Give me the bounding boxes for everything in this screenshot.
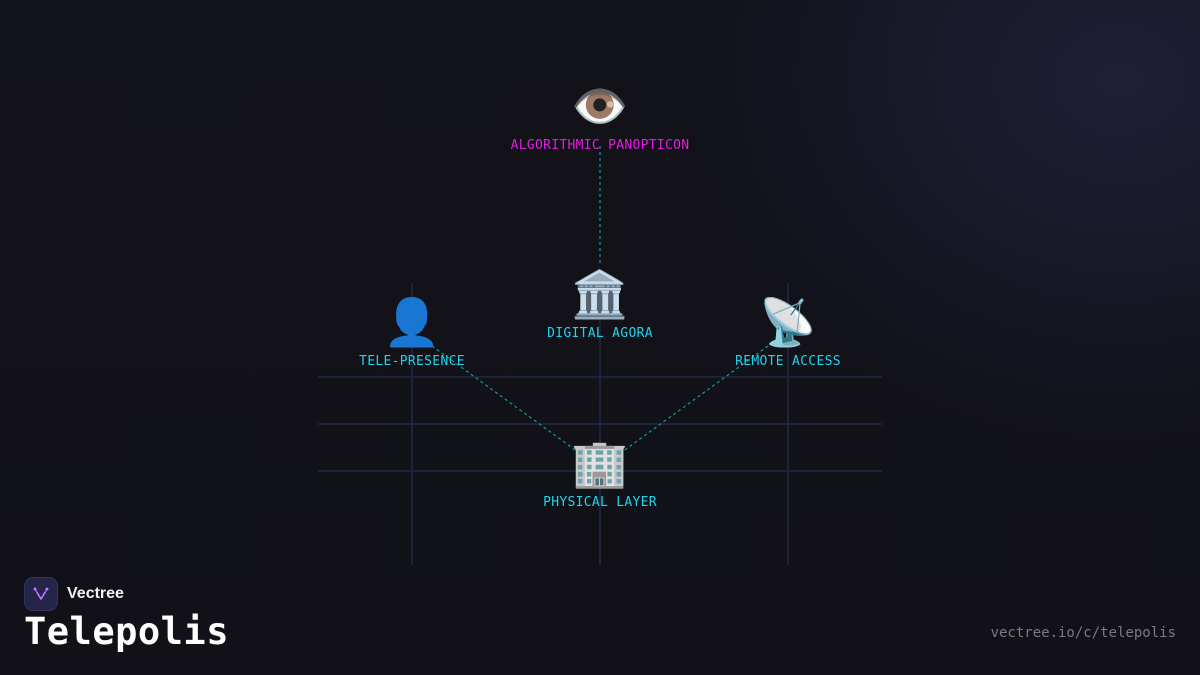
- page-title: Telepolis: [24, 610, 229, 653]
- node-label: REMOTE ACCESS: [735, 354, 841, 369]
- vectree-logo-icon: [24, 577, 58, 611]
- node-label: ALGORITHMIC PANOPTICON: [510, 138, 690, 153]
- node-label: PHYSICAL LAYER: [543, 495, 657, 510]
- classical-building-icon: 🏛️: [571, 267, 629, 321]
- node-label: DIGITAL AGORA: [547, 326, 653, 341]
- brand[interactable]: Vectree: [24, 577, 124, 611]
- satellite-dish-icon: 📡: [759, 295, 817, 349]
- node-tele-presence: 👤 TELE-PRESENCE: [359, 294, 465, 369]
- node-label: TELE-PRESENCE: [359, 354, 465, 369]
- source-url[interactable]: vectree.io/c/telepolis: [990, 625, 1176, 641]
- node-physical-layer: 🏢 PHYSICAL LAYER: [543, 435, 657, 510]
- eye-icon: 👁️: [571, 79, 629, 133]
- connector-remote-physical: [621, 345, 769, 453]
- brand-name: Vectree: [67, 585, 124, 602]
- office-building-icon: 🏢: [571, 436, 629, 490]
- node-algorithmic-panopticon: 👁️ ALGORITHMIC PANOPTICON: [511, 78, 690, 153]
- connector-telepresence-physical: [431, 345, 579, 453]
- node-remote-access: 📡 REMOTE ACCESS: [735, 294, 841, 369]
- person-silhouette-icon: 👤: [383, 295, 441, 349]
- node-digital-agora: 🏛️ DIGITAL AGORA: [547, 266, 653, 341]
